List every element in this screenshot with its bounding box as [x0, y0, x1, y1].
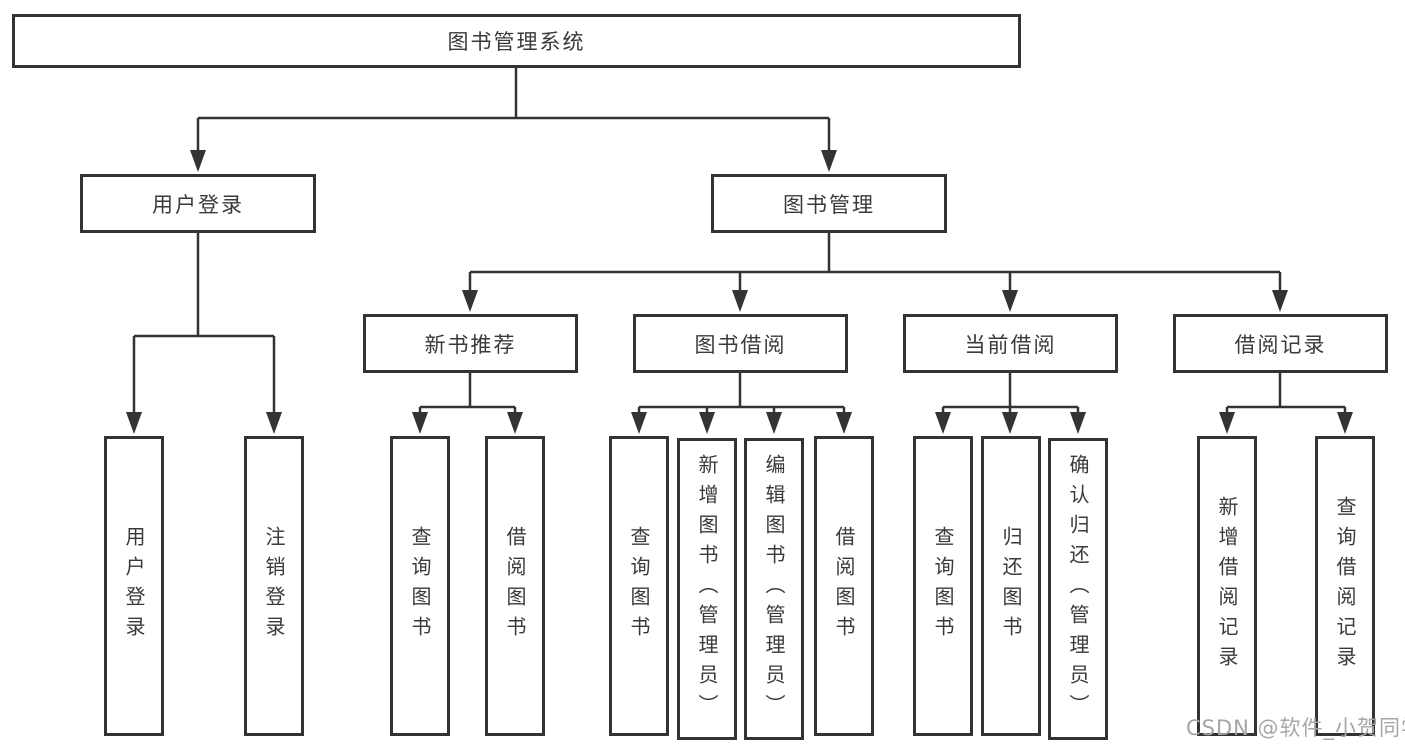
node-user-login: 用户登录 [80, 174, 316, 233]
csdn-watermark: CSDN @软件_小贺同学 [1186, 716, 1405, 740]
leaf-query-books-current: 查询图书 [913, 436, 973, 736]
leaf-borrow-books-recommend: 借阅图书 [485, 436, 545, 736]
leaf-confirm-return-admin: 确认归还（管理员） [1048, 438, 1108, 740]
leaf-user-login: 用户登录 [104, 436, 164, 736]
leaf-query-borrow-record: 查询借阅记录 [1315, 436, 1375, 736]
leaf-add-books-admin: 新增图书（管理员） [677, 438, 737, 740]
arrowheads [126, 150, 1353, 434]
tree-edges [132, 68, 1347, 414]
leaf-add-borrow-record: 新增借阅记录 [1197, 436, 1257, 736]
node-book-borrowing: 图书借阅 [633, 314, 848, 373]
node-book-management: 图书管理 [711, 174, 947, 233]
node-borrowing-records: 借阅记录 [1173, 314, 1388, 373]
leaf-query-books-recommend: 查询图书 [390, 436, 450, 736]
leaf-borrow-books-borrowing: 借阅图书 [814, 436, 874, 736]
leaf-return-books: 归还图书 [981, 436, 1041, 736]
node-root: 图书管理系统 [12, 14, 1021, 68]
leaf-edit-books-admin: 编辑图书（管理员） [744, 438, 804, 740]
leaf-query-books-borrowing: 查询图书 [609, 436, 669, 736]
node-current-borrowing: 当前借阅 [903, 314, 1118, 373]
node-new-book-recommendation: 新书推荐 [363, 314, 578, 373]
leaf-logout-login: 注销登录 [244, 436, 304, 736]
